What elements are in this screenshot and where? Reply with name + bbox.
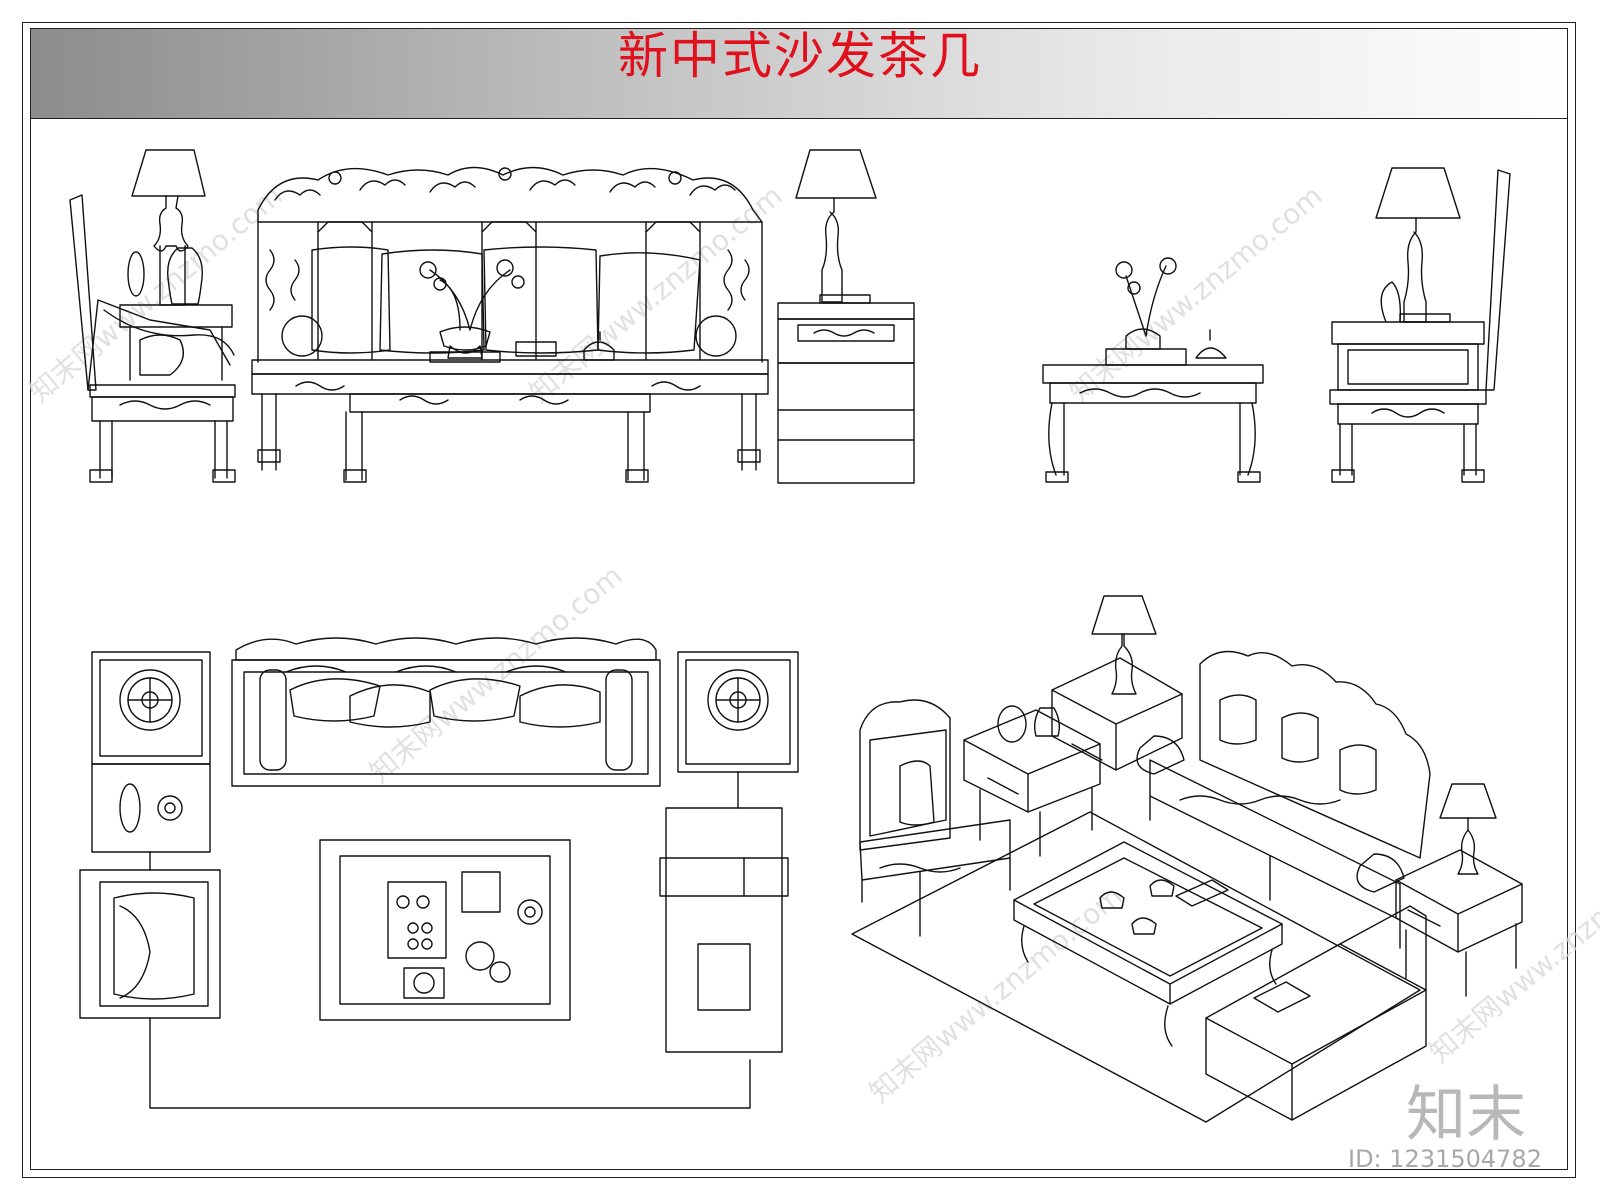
plan-ottoman — [659, 807, 789, 1053]
bolster — [695, 315, 737, 357]
outer-border — [22, 22, 1576, 1178]
lamp-shade — [1091, 595, 1157, 635]
lamp-shade — [131, 149, 206, 197]
bolster — [281, 315, 323, 357]
plan-tea-table — [319, 839, 571, 1021]
cushion — [379, 249, 485, 354]
isometric-living-set — [851, 595, 1523, 1123]
brand-logo: 知末 — [1406, 1080, 1526, 1150]
plan-armchair — [79, 851, 751, 1109]
inner-border — [30, 28, 1568, 1170]
armchair-side-elevation — [69, 194, 236, 483]
cushion — [483, 246, 599, 354]
plan-side-table-right — [677, 651, 799, 809]
cushion — [597, 252, 701, 354]
lamp-shade — [795, 149, 877, 199]
page-title: 新中式沙发茶几 — [618, 27, 982, 85]
plan-side-table-left — [91, 651, 211, 853]
rug — [851, 811, 1421, 1123]
lamp-shade — [1375, 167, 1461, 219]
tea-table-front — [1042, 257, 1264, 483]
lamp-shade — [1439, 783, 1497, 819]
side-table-left — [119, 149, 233, 381]
plan-sofa — [231, 637, 661, 787]
side-table-center — [777, 149, 915, 484]
title-bar — [31, 29, 1567, 119]
three-seat-sofa-front — [251, 166, 769, 483]
armchair-side-elevation-right — [1329, 167, 1511, 483]
image-id: ID: 1231504782 — [1348, 1145, 1542, 1173]
cushion — [311, 246, 391, 354]
